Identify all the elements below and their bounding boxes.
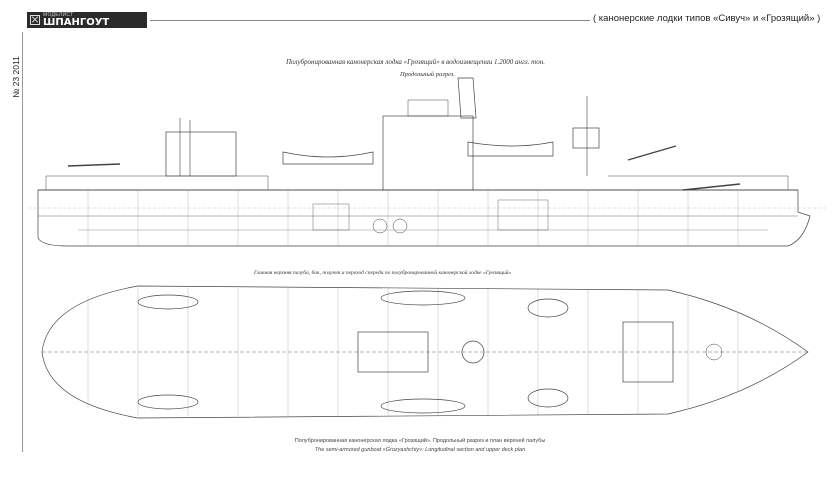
profile-subtitle: Продольный разрез. [399, 71, 455, 78]
profile-mast-platform [572, 127, 600, 149]
logo-main-text: ШПАНГОУТ [43, 16, 110, 28]
caption-russian: Полубронированная канонерская лодка «Гро… [294, 438, 546, 444]
profile-boat [467, 141, 554, 157]
profile-deckhouse [382, 115, 474, 191]
profile-mast [179, 96, 588, 176]
profile-boat [282, 151, 374, 165]
plan-bridge [622, 321, 674, 383]
plan-boat [380, 398, 466, 414]
plan-deckhouse [357, 331, 429, 373]
plan-funnel [461, 340, 485, 364]
issue-label: № 23 2011 [10, 38, 22, 116]
page-header-title: ( канонерские лодки типов «Сивуч» и «Гро… [593, 13, 821, 24]
ship-drawing: Полубронированная канонерская лодка «Гро… [28, 58, 828, 419]
logo-small-text: МОДЕЛИСТ [43, 11, 74, 18]
plan-boat [137, 394, 199, 410]
plan-boat [137, 294, 199, 310]
margin-rule [22, 32, 23, 452]
plan-boat [380, 290, 466, 306]
profile-hull [37, 189, 811, 247]
magazine-logo: МОДЕЛИСТ ШПАНГОУТ [27, 12, 147, 28]
header-rule [150, 20, 590, 21]
plan-boat [527, 298, 569, 318]
profile-gun [67, 145, 741, 191]
logo-emblem-icon [30, 15, 40, 25]
plan-title: Главная верхняя палуба, бак, полуют и пе… [253, 269, 511, 276]
profile-title: Полубронированная канонерская лодка «Гро… [285, 58, 545, 66]
issue-number: № 23 2011 [11, 56, 21, 98]
profile-bridge [165, 131, 237, 177]
profile-bulwark [45, 175, 789, 190]
profile-funnel [457, 77, 477, 119]
caption-english: The semi-armored gunboat «Grozyashchiy»:… [314, 447, 526, 453]
plan-boat [527, 388, 569, 408]
